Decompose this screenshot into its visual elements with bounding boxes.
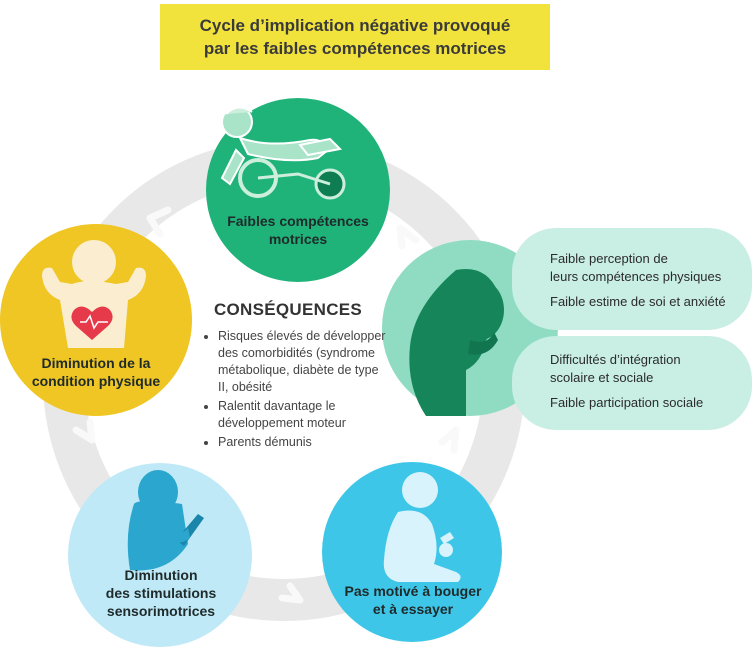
child-flexing-heart-icon [42, 240, 146, 348]
baby-sitting-icon [383, 472, 461, 582]
node-label-line: et à essayer [372, 601, 454, 617]
consequences-title: CONSÉQUENCES [213, 300, 363, 319]
node-label-line: motrices [268, 231, 328, 247]
ring-arrows [72, 206, 460, 604]
effect-line: scolaire et sociale [550, 370, 654, 385]
effects-pill-2 [512, 336, 752, 430]
node-physical-condition [0, 224, 192, 416]
consequences-panel: CONSÉQUENCES Risques élevés de développe… [198, 300, 388, 453]
title-line-1: Cycle d’implication négative provoqué [199, 16, 511, 35]
node-label-line: condition physique [31, 373, 161, 389]
effect-line: leurs compétences physiques [550, 269, 722, 284]
node-label-line: Diminution de la [41, 355, 151, 371]
node-label-line: Faibles compétences [227, 213, 369, 229]
arrow-icon [146, 206, 172, 238]
node-motivation [322, 462, 502, 642]
effect-item: Faible perception de leurs compétences p… [550, 250, 721, 286]
effects-pill-1 [512, 228, 752, 330]
effect-item: Faible participation sociale [550, 395, 704, 410]
node-label-motor-skills: Faibles compétences motrices [200, 212, 396, 248]
child-head-in-hands-icon [409, 268, 504, 416]
arrow-icon [278, 582, 304, 604]
child-on-bike-icon [220, 106, 346, 200]
center-disc [134, 230, 434, 530]
effect-line: Faible perception de [550, 251, 668, 266]
title-line-2: par les faibles compétences motrices [203, 39, 507, 58]
node-label-line: sensorimotrices [106, 603, 216, 619]
node-label-physical-condition: Diminution de la condition physique [4, 354, 188, 390]
node-label-sensorimotor: Diminution des stimulations sensorimotri… [66, 566, 256, 620]
node-sensorimotor [68, 463, 252, 647]
arrow-icon [396, 224, 420, 250]
node-label-motivation: Pas motivé à bouger et à essayer [318, 582, 508, 618]
consequence-item: Parents démunis [218, 434, 388, 451]
effect-item: Difficultés d’intégration scolaire et so… [550, 351, 681, 387]
diagram-title: Cycle d’implication négative provoqué pa… [160, 4, 550, 70]
effect-item: Faible estime de soi et anxiété [550, 294, 726, 309]
arrow-icon [72, 418, 96, 444]
node-label-line: des stimulations [105, 585, 217, 601]
arrow-icon [438, 426, 460, 454]
node-label-line: Diminution [124, 567, 198, 583]
effect-line: Difficultés d’intégration [550, 352, 681, 367]
consequence-item: Ralentit davantage le développement mote… [218, 398, 388, 432]
consequence-item: Risques élevés de développer des comorbi… [218, 328, 388, 396]
node-motor-skills [206, 98, 390, 282]
consequences-list: Risques élevés de développer des comorbi… [198, 328, 388, 451]
node-label-line: Pas motivé à bouger [344, 583, 482, 599]
child-with-tablet-icon [127, 470, 204, 571]
